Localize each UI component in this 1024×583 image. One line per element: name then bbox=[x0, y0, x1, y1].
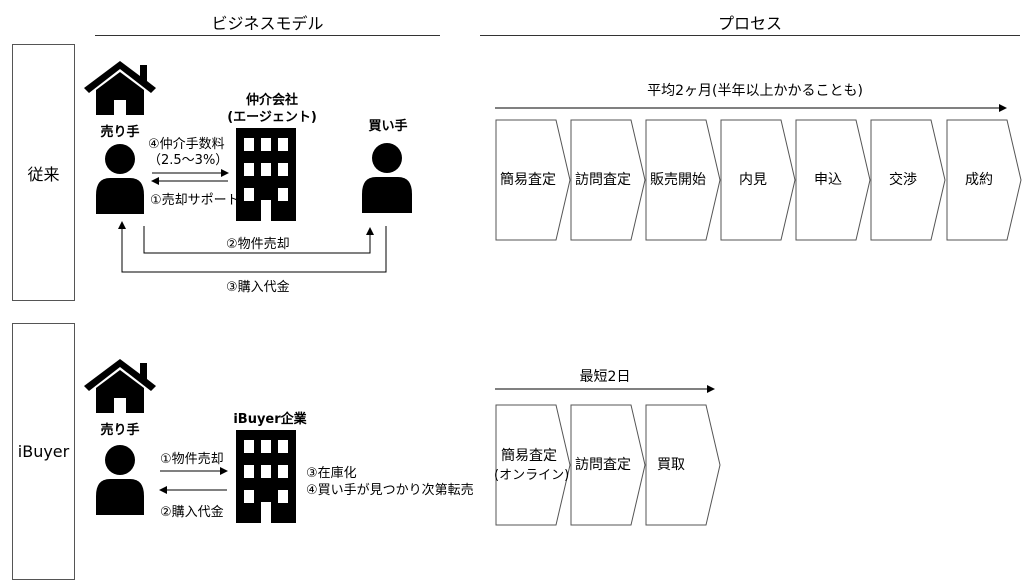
ibuyer-step-1-label-line1: 簡易査定 bbox=[501, 448, 557, 464]
ibuyer-purchase-payment-label: ②購入代金 bbox=[160, 505, 224, 520]
chevron-step-5 bbox=[795, 119, 871, 241]
buyer-label: 買い手 bbox=[368, 119, 408, 134]
fee-label-line1: ④仲介手数料 bbox=[148, 137, 225, 152]
agent-label-line1: 仲介会社 bbox=[245, 93, 298, 108]
chevron-step-3 bbox=[645, 119, 721, 241]
ibuyer-step-1-label-line2: (オンライン) bbox=[494, 468, 570, 483]
traditional-flow-arrows bbox=[118, 104, 1007, 494]
row-label-traditional: 従来 bbox=[12, 44, 75, 301]
ibuyer-chevron-step-3 bbox=[645, 404, 721, 526]
chevron-step-6 bbox=[870, 119, 946, 241]
ibuyer-company-label: iBuyer企業 bbox=[233, 412, 307, 427]
step-4-label: 内見 bbox=[739, 172, 767, 188]
chevron-step-7 bbox=[946, 119, 1022, 241]
chevron-step-2 bbox=[570, 119, 646, 241]
ibuyer-step-3-label: 買取 bbox=[657, 457, 685, 473]
row-label-traditional-text: 従来 bbox=[27, 164, 60, 184]
step-1-label: 簡易査定 bbox=[500, 172, 556, 188]
seller-person-icon bbox=[96, 144, 144, 214]
agent-building-icon bbox=[236, 128, 296, 221]
ibuyer-chevron-step-1 bbox=[495, 404, 571, 526]
process-header: プロセス bbox=[717, 14, 782, 33]
process-divider bbox=[480, 35, 1020, 36]
step-3-label: 販売開始 bbox=[650, 172, 706, 188]
buyer-person-icon bbox=[362, 143, 412, 213]
chevron-step-1 bbox=[495, 119, 571, 241]
fee-label-line2: （2.5～3%） bbox=[148, 153, 229, 168]
ibuyer-chevron-step-2 bbox=[570, 404, 646, 526]
ibuyer-duration-label: 最短2日 bbox=[579, 369, 631, 385]
ibuyer-building-icon bbox=[236, 430, 296, 523]
row-label-ibuyer: iBuyer bbox=[12, 323, 75, 580]
chevron-step-4 bbox=[720, 119, 796, 241]
ibuyer-seller-person-icon bbox=[96, 445, 144, 515]
seller-label: 売り手 bbox=[100, 125, 140, 140]
ibuyer-inventory-label: ③在庫化 bbox=[306, 466, 357, 481]
ibuyer-seller-label: 売り手 bbox=[100, 423, 140, 438]
business-model-divider bbox=[95, 35, 440, 36]
traditional-process-chevrons bbox=[495, 119, 1022, 241]
house-icon-ibuyer bbox=[84, 359, 156, 413]
step-2-label: 訪問査定 bbox=[575, 172, 631, 188]
step-6-label: 交渉 bbox=[889, 172, 917, 188]
sale-support-label: ①売却サポート bbox=[150, 193, 240, 208]
row-label-ibuyer-text: iBuyer bbox=[17, 442, 70, 461]
ibuyer-property-sale-label: ①物件売却 bbox=[160, 452, 224, 467]
house-icon bbox=[84, 61, 156, 115]
ibuyer-process-chevrons bbox=[495, 404, 721, 526]
step-7-label: 成約 bbox=[965, 172, 993, 188]
property-sale-label: ②物件売却 bbox=[226, 237, 290, 252]
step-5-label: 申込 bbox=[814, 172, 842, 188]
traditional-duration-label: 平均2ヶ月(半年以上かかることも) bbox=[647, 83, 863, 99]
ibuyer-resale-label: ④買い手が見つかり次第転売 bbox=[306, 483, 474, 498]
business-model-header: ビジネスモデル bbox=[211, 14, 324, 33]
purchase-payment-label: ③購入代金 bbox=[226, 280, 290, 295]
agent-label-line2: (エージェント) bbox=[227, 110, 317, 125]
ibuyer-step-2-label: 訪問査定 bbox=[575, 457, 631, 473]
